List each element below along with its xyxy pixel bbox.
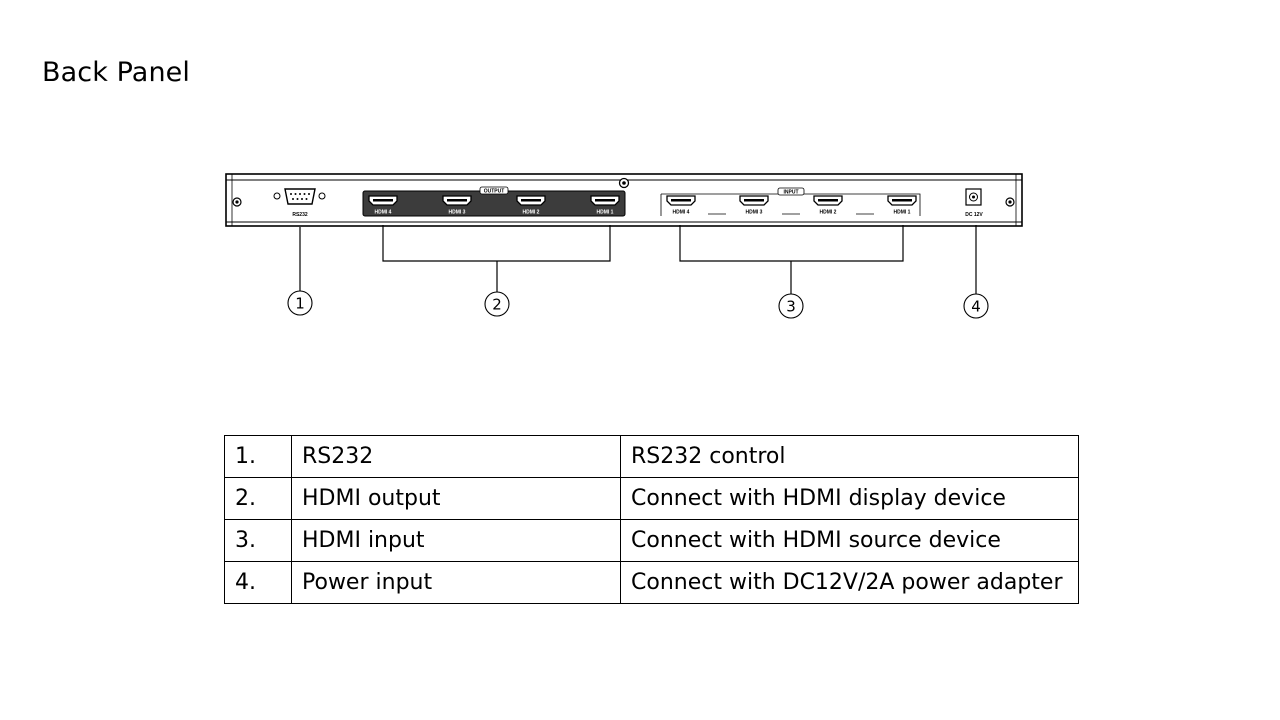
- table-row: 2. HDMI output Connect with HDMI display…: [224, 477, 1079, 520]
- mounting-screw-right: [1005, 197, 1015, 207]
- page-title: Back Panel: [42, 57, 190, 88]
- dc-power-jack: [965, 188, 982, 206]
- hdmi-port-label: HDMI 1: [894, 210, 911, 216]
- item-description: Connect with DC12V/2A power adapter: [620, 561, 1079, 604]
- mounting-screw-left: [232, 197, 242, 207]
- hdmi-input-port: HDMI 4: [666, 195, 696, 216]
- hdmi-port-label: HDMI 3: [746, 210, 763, 216]
- item-number: 3.: [224, 519, 292, 562]
- hdmi-input-block: [660, 187, 921, 216]
- callout-4: 4: [963, 293, 989, 319]
- hdmi-output-block: [362, 186, 626, 217]
- input-group-label: INPUT: [784, 190, 799, 196]
- hdmi-output-port: HDMI 4: [368, 195, 398, 216]
- hdmi-output-port: HDMI 2: [516, 195, 546, 216]
- item-name: HDMI output: [291, 477, 621, 520]
- hdmi-port-label: HDMI 2: [820, 210, 837, 216]
- item-description: RS232 control: [620, 435, 1079, 478]
- hdmi-port-label: HDMI 1: [597, 210, 614, 216]
- svg-text:3: 3: [786, 298, 796, 316]
- item-name: RS232: [291, 435, 621, 478]
- item-number: 4.: [224, 561, 292, 604]
- svg-text:1: 1: [295, 295, 305, 313]
- hdmi-port-label: HDMI 3: [449, 210, 466, 216]
- svg-text:2: 2: [492, 296, 502, 314]
- rs232-label: RS232: [292, 212, 308, 218]
- svg-text:4: 4: [971, 298, 981, 316]
- ground-screw: [618, 177, 630, 189]
- item-name: Power input: [291, 561, 621, 604]
- dc-label: DC 12V: [965, 212, 983, 218]
- item-description: Connect with HDMI source device: [620, 519, 1079, 562]
- table-row: 4. Power input Connect with DC12V/2A pow…: [224, 561, 1079, 604]
- hdmi-port-label: HDMI 4: [375, 210, 392, 216]
- hdmi-input-port: HDMI 1: [887, 195, 917, 216]
- output-group-label: OUTPUT: [484, 189, 505, 195]
- item-number: 2.: [224, 477, 292, 520]
- hdmi-input-port: HDMI 2: [813, 195, 843, 216]
- back-panel-diagram: RS232 OUTPUT HDMI 4 HDMI 3 HDMI 2 HDMI 1 IN…: [225, 173, 1023, 319]
- callout-2: 2: [484, 291, 510, 317]
- hdmi-output-port: HDMI 3: [442, 195, 472, 216]
- table-row: 1. RS232 RS232 control: [224, 435, 1079, 478]
- item-description: Connect with HDMI display device: [620, 477, 1079, 520]
- hdmi-port-label: HDMI 2: [523, 210, 540, 216]
- hdmi-output-port: HDMI 1: [590, 195, 620, 216]
- item-name: HDMI input: [291, 519, 621, 562]
- leader-lines: [299, 225, 977, 294]
- item-number: 1.: [224, 435, 292, 478]
- legend-table: 1. RS232 RS232 control 2. HDMI output Co…: [224, 435, 1079, 604]
- hdmi-port-label: HDMI 4: [673, 210, 690, 216]
- hdmi-input-port: HDMI 3: [739, 195, 769, 216]
- callout-1: 1: [287, 290, 313, 316]
- callout-3: 3: [778, 293, 804, 319]
- table-row: 3. HDMI input Connect with HDMI source d…: [224, 519, 1079, 562]
- rs232-port: [273, 188, 326, 205]
